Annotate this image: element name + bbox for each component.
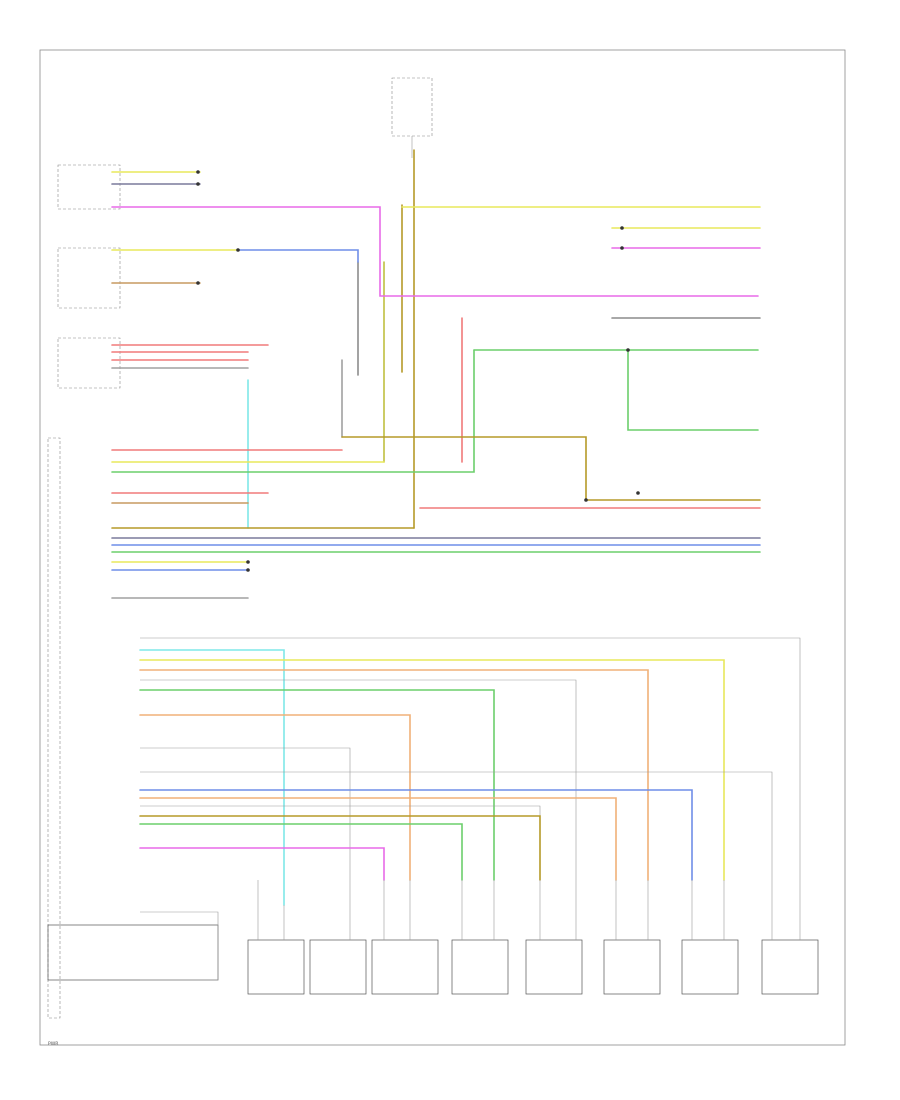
bottom-component-box <box>525 939 583 995</box>
wire-olive-4 <box>139 815 541 881</box>
headlamp-switch-box <box>57 164 121 210</box>
splice-dot <box>246 560 250 564</box>
wire-bus-3 <box>140 747 351 880</box>
wire-green-2 <box>627 349 759 431</box>
wire-bus-2 <box>140 679 577 880</box>
splice-dot <box>196 170 200 174</box>
bottom-component-box <box>451 939 509 995</box>
bottom-component-box <box>309 939 367 995</box>
splice-dot <box>620 246 624 250</box>
wire-cyan-2 <box>139 649 285 906</box>
wire-green-3 <box>111 349 475 473</box>
wire-bus-5 <box>140 805 541 880</box>
bottom-component-box <box>371 939 439 995</box>
splice-dot <box>626 348 630 352</box>
top-connector <box>391 77 433 137</box>
bottom-component-box <box>681 939 739 995</box>
bottom-component-box <box>603 939 661 995</box>
wire-orange-1 <box>139 669 649 881</box>
splice-dot <box>246 568 250 572</box>
splice-dot <box>584 498 588 502</box>
wire-yellow-7 <box>139 659 725 881</box>
wire-bus-4 <box>140 771 773 880</box>
wire-bus-1 <box>140 637 801 880</box>
splice-dot <box>196 281 200 285</box>
instrument-cluster-box <box>47 437 61 1019</box>
fuse-block-box <box>57 337 121 389</box>
bottom-pin-stubs <box>257 880 801 940</box>
wire-green-6 <box>139 823 463 881</box>
diagram-frame <box>39 49 846 1046</box>
bottom-component-box <box>761 939 819 995</box>
splice-dot <box>196 182 200 186</box>
bottom-component-box <box>247 939 305 995</box>
wire-blue-1 <box>237 249 359 263</box>
wire-magenta-1 <box>111 206 759 297</box>
power-distribution-box <box>47 924 219 981</box>
transfer-case-shifter-box <box>57 247 121 309</box>
splice-dot <box>620 226 624 230</box>
splice-dot <box>636 491 640 495</box>
wire-magenta-3 <box>139 847 385 881</box>
wire-orange-2 <box>139 714 411 881</box>
wire-green-5 <box>139 689 495 881</box>
wire-olive-loop <box>341 436 761 501</box>
wire-ground <box>140 911 219 981</box>
corner-label: PWR <box>48 1041 59 1047</box>
wire-orange-3 <box>139 797 617 881</box>
splice-dot <box>236 248 240 252</box>
wire-blue-4 <box>139 789 693 881</box>
